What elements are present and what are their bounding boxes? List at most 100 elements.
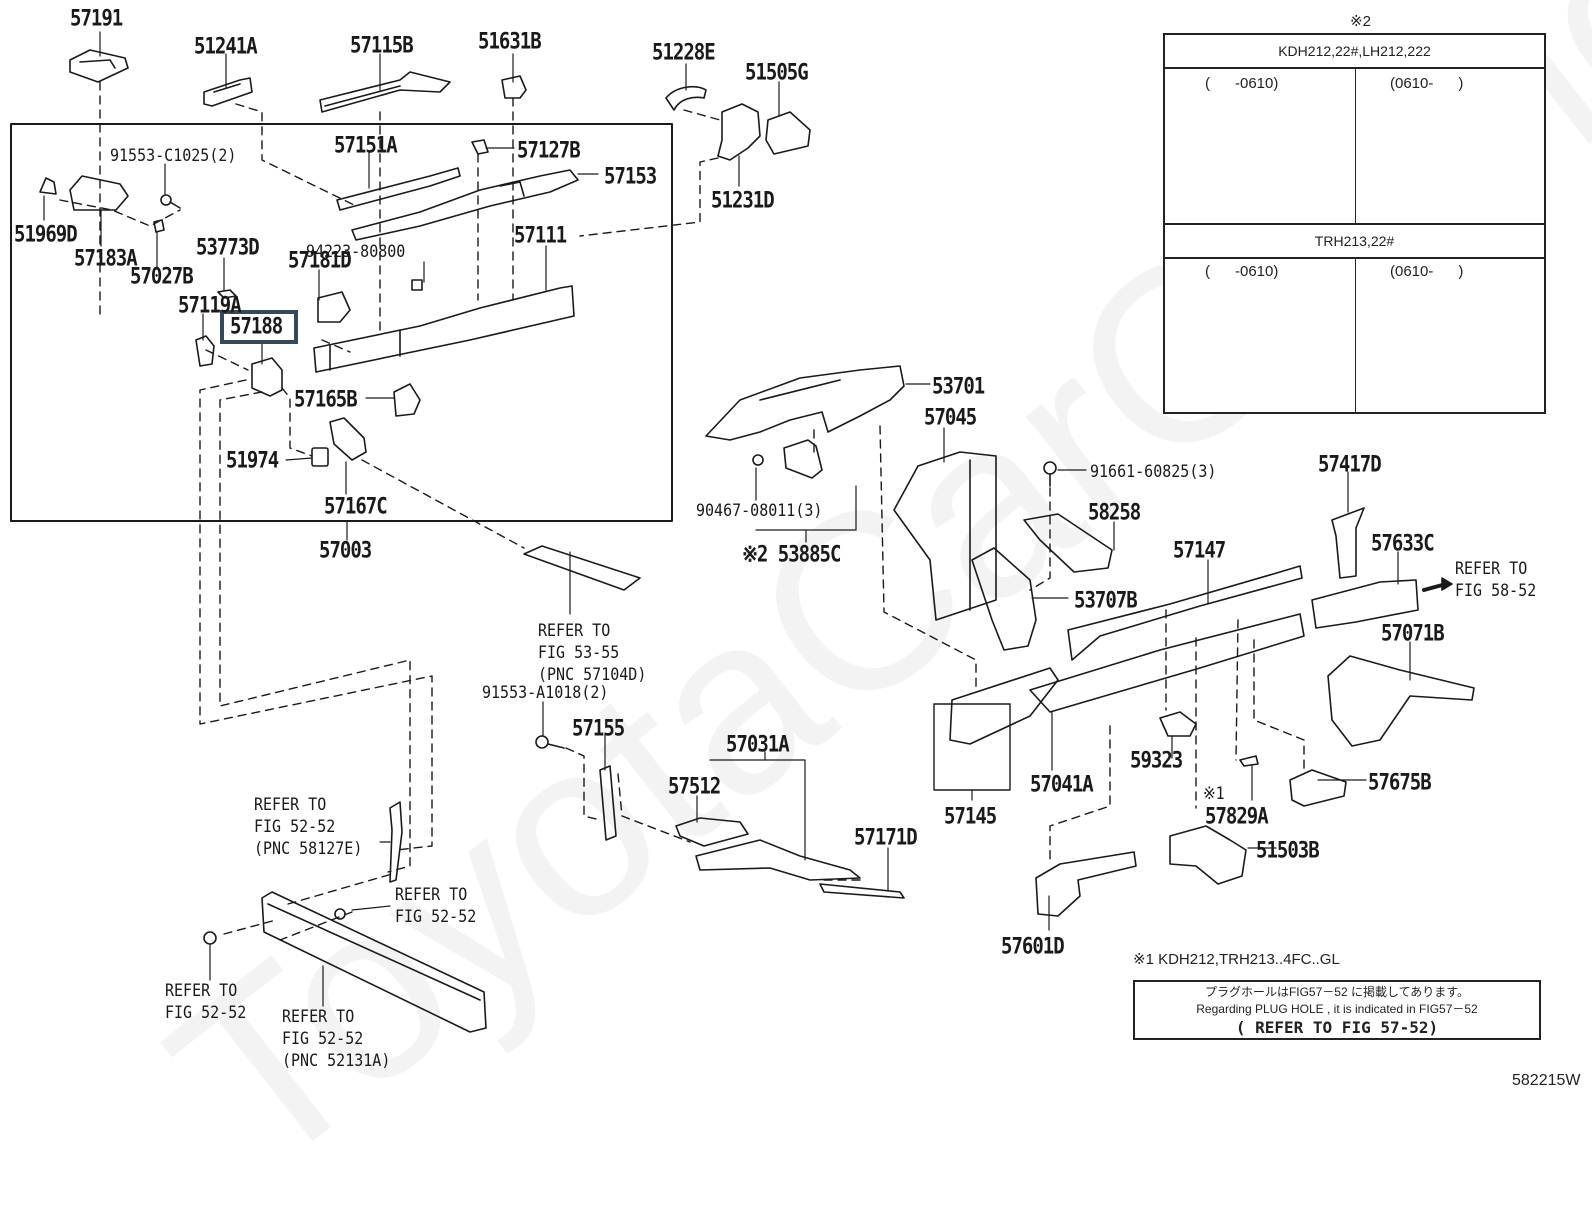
part-label-53885C[interactable]: ※2 53885C	[742, 541, 841, 567]
reference-ref-58-52[interactable]: REFER TO FIG 58-52	[1455, 558, 1537, 601]
part-label-57829A[interactable]: 57829A	[1205, 803, 1269, 829]
part-label-57601D[interactable]: 57601D	[1001, 933, 1065, 959]
part-label-57165B[interactable]: 57165B	[294, 386, 358, 412]
part-label-51969D[interactable]: 51969D	[14, 221, 78, 247]
subassembly-frame-57003	[10, 123, 673, 522]
reference-ref-52-52-bolt-right[interactable]: REFER TO FIG 52-52	[395, 884, 477, 927]
part-label-57183A[interactable]: 57183A	[74, 245, 138, 271]
part-shape-58258	[1023, 513, 1113, 573]
highlight-box-57188	[220, 310, 298, 344]
part-label-57417D[interactable]: 57417D	[1318, 451, 1382, 477]
part-label-57181D[interactable]: 57181D	[288, 247, 352, 273]
part-label-57188[interactable]: 57188	[230, 313, 283, 339]
legend-box: KDH212,22#,LH212,222 ( -0610) (0610- ) T…	[1163, 33, 1546, 414]
part-shape-57127B	[471, 139, 489, 155]
part-shape-53773D	[217, 289, 237, 299]
part-shape-57104D	[523, 545, 641, 591]
part-label-91661-60825[interactable]: 91661-60825(3)	[1090, 460, 1217, 482]
part-shape-51503B	[1169, 825, 1247, 885]
part-label-57171D[interactable]: 57171D	[854, 824, 918, 850]
legend-cell-label: ( -0610)	[1205, 75, 1279, 92]
parts-diagram: ToyotaCarOnline.ru	[10, 0, 1592, 1223]
part-shape-51241A	[203, 77, 253, 107]
part-shape-90467-08011	[752, 454, 764, 466]
part-label-53701[interactable]: 53701	[932, 373, 985, 399]
part-shape-57119A	[195, 335, 215, 367]
part-label-58258[interactable]: 58258	[1088, 499, 1141, 525]
part-shape-57191	[69, 49, 129, 83]
part-label-57153[interactable]: 57153	[604, 163, 657, 189]
part-label-51231D[interactable]: 51231D	[711, 187, 775, 213]
reference-ref-52-52-52131A[interactable]: REFER TO FIG 52-52 (PNC 52131A)	[282, 1006, 391, 1071]
part-label-57675B[interactable]: 57675B	[1368, 769, 1432, 795]
part-shape-57147	[1067, 565, 1303, 661]
part-label-57027B[interactable]: 57027B	[130, 263, 194, 289]
part-label-53707B[interactable]: 53707B	[1074, 587, 1138, 613]
part-label-57127B[interactable]: 57127B	[517, 137, 581, 163]
part-label-90467-08011[interactable]: 90467-08011(3)	[696, 499, 823, 521]
assembly-lines	[59, 81, 1305, 941]
part-label-57071B[interactable]: 57071B	[1381, 620, 1445, 646]
part-label-91553-A1018[interactable]: 91553-A1018(2)	[482, 681, 609, 703]
part-shape-53701	[705, 365, 905, 441]
part-shape-91553-C1025	[160, 194, 181, 209]
part-shape-59323	[1159, 711, 1197, 737]
part-shape-57155	[599, 765, 617, 841]
legend-divider	[1355, 257, 1356, 414]
part-shape-91661-60825	[1043, 461, 1057, 487]
part-label-57115B[interactable]: 57115B	[350, 32, 414, 58]
reference-ref-52-52-58127E[interactable]: REFER TO FIG 52-52 (PNC 58127E)	[254, 794, 363, 859]
figure-code: 582215W	[1512, 1072, 1581, 1089]
part-shape-57153	[351, 169, 579, 241]
part-shape-57151A	[336, 167, 461, 211]
part-label-57829A-note[interactable]: ※1	[1203, 782, 1225, 804]
part-label-57633C[interactable]: 57633C	[1371, 530, 1435, 556]
part-label-57191[interactable]: 57191	[70, 5, 123, 31]
part-shape-57115B	[319, 71, 451, 113]
part-label-57151A[interactable]: 57151A	[334, 132, 398, 158]
part-shape-57145	[949, 667, 1059, 745]
part-shape-57045	[893, 451, 997, 621]
part-shape-57183A	[69, 175, 129, 211]
part-label-57155[interactable]: 57155	[572, 715, 625, 741]
part-shape-57633C	[1311, 579, 1419, 629]
part-shape-57181D	[317, 291, 351, 323]
plug-hole-note: プラグホールはFIG57－52 に掲載してあります。 Regarding PLU…	[1133, 980, 1541, 1040]
part-label-57041A[interactable]: 57041A	[1030, 771, 1094, 797]
bracket-57145	[933, 703, 1011, 791]
part-shape-57171D	[819, 883, 905, 899]
plug-hole-note-jp: プラグホールはFIG57－52 に掲載してあります。	[1204, 985, 1470, 999]
part-label-51228E[interactable]: 51228E	[652, 39, 716, 65]
part-label-51505G[interactable]: 51505G	[745, 59, 809, 85]
reference-ref-52-52-bolt-left[interactable]: REFER TO FIG 52-52	[165, 980, 247, 1023]
part-label-57512[interactable]: 57512	[668, 773, 721, 799]
part-shape-57031A	[695, 839, 861, 881]
part-label-59323[interactable]: 59323	[1130, 747, 1183, 773]
part-label-94223-80800[interactable]: 94223-80800	[306, 240, 406, 262]
plug-hole-note-en: Regarding PLUG HOLE , it is indicated in…	[1196, 1002, 1478, 1016]
part-label-51241A[interactable]: 51241A	[194, 33, 258, 59]
part-label-57045[interactable]: 57045	[924, 404, 977, 430]
part-label-51503B[interactable]: 51503B	[1256, 837, 1320, 863]
part-label-51631B[interactable]: 51631B	[478, 28, 542, 54]
part-shape-57041A	[1029, 613, 1305, 713]
legend-cell-label: (0610- )	[1390, 75, 1464, 92]
part-label-57003[interactable]: 57003	[319, 537, 372, 563]
part-label-57167C[interactable]: 57167C	[324, 493, 388, 519]
part-label-53773D[interactable]: 53773D	[196, 234, 260, 260]
part-shape-57675B	[1289, 769, 1347, 807]
part-shape-53707B	[971, 547, 1037, 651]
part-shape-57111	[313, 285, 575, 373]
part-label-57147[interactable]: 57147	[1173, 537, 1226, 563]
part-shape-57165B	[393, 383, 421, 417]
part-label-57111[interactable]: 57111	[514, 222, 567, 248]
part-shape-51505G	[765, 111, 811, 155]
part-label-91553-C1025[interactable]: 91553-C1025(2)	[110, 144, 237, 166]
reference-ref-53-55[interactable]: REFER TO FIG 53-55 (PNC 57104D)	[538, 620, 647, 685]
part-label-57031A[interactable]: 57031A	[726, 731, 790, 757]
part-label-57119A[interactable]: 57119A	[178, 292, 242, 318]
part-label-51974[interactable]: 51974	[226, 447, 279, 473]
legend-cell-label: (0610- )	[1390, 263, 1464, 280]
part-label-57145[interactable]: 57145	[944, 803, 997, 829]
legend-cell-label: ( -0610)	[1205, 263, 1279, 280]
